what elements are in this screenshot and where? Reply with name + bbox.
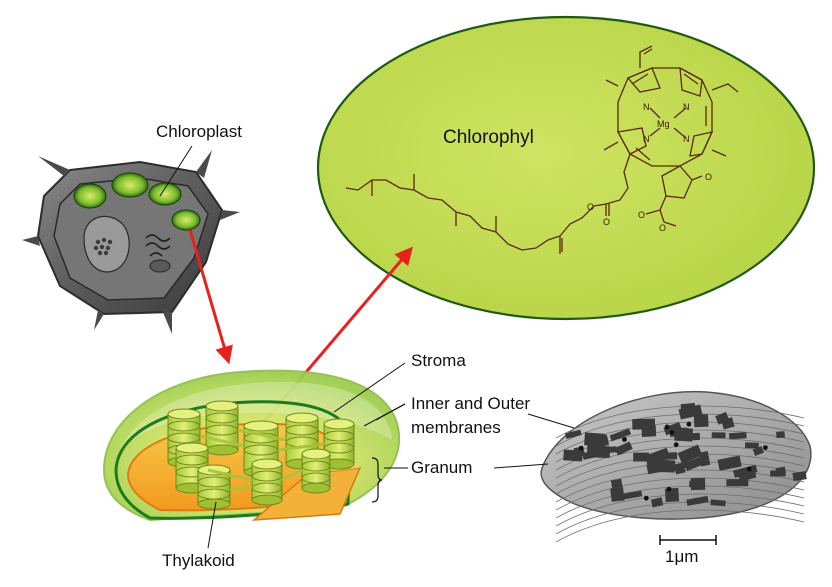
micrograph-granum-block — [752, 446, 764, 456]
chlorophyl-ellipse — [316, 15, 816, 321]
atom-n1: N — [643, 102, 650, 112]
granum-8 — [251, 458, 283, 506]
micrograph-granum-block — [632, 418, 656, 430]
micrograph-dot — [763, 445, 768, 450]
electron-micrograph — [540, 390, 812, 543]
micrograph-dot — [686, 421, 692, 427]
arrow-cell-to-chloroplast — [188, 229, 233, 365]
plant-cell-illustration — [22, 150, 240, 334]
micrograph-granum-block — [677, 444, 703, 464]
cell-chloroplast-1 — [73, 183, 107, 209]
micrograph-granum-block — [721, 417, 735, 430]
micrograph-granum-block — [609, 428, 632, 442]
micrograph-dot — [669, 430, 675, 435]
chlorophyl-title: Chlorophyl — [443, 127, 534, 148]
atom-o4: O — [587, 202, 594, 212]
leader-chloroplast — [159, 145, 193, 197]
micrograph-granum-block — [776, 431, 785, 439]
micrograph-dot — [673, 442, 679, 448]
granum-2 — [205, 400, 239, 456]
micrograph-lamella — [555, 485, 805, 519]
scale-bar: 1μm — [659, 535, 717, 566]
atom-n4: N — [683, 134, 690, 144]
micrograph-granum-block — [623, 490, 643, 500]
leader-membranes-2 — [375, 403, 406, 421]
atom-o2: O — [638, 210, 645, 220]
micrograph-granum-block — [674, 427, 693, 442]
micrograph-lamella — [555, 421, 805, 455]
micrograph-granum-block — [586, 445, 611, 459]
label-membranes-line2: membranes — [411, 418, 501, 437]
label-thylakoid: Thylakoid — [162, 551, 235, 570]
micrograph-granum-block — [680, 402, 696, 411]
micrograph-granum-block — [792, 471, 807, 482]
micrograph-granum-block — [650, 497, 664, 508]
label-chloroplast: Chloroplast — [156, 122, 242, 141]
micrograph-granum-block — [683, 456, 704, 472]
granum-5 — [323, 418, 355, 470]
molecule-atom-labels: N N N N Mg O O O O O — [587, 102, 712, 233]
atom-mg: Mg — [657, 119, 670, 129]
micrograph-grana — [555, 402, 807, 543]
micrograph-granum-block — [610, 487, 625, 502]
chlorophyl-callout: Chlorophyl — [316, 15, 816, 321]
leader-micrograph — [493, 463, 549, 469]
micrograph-granum-block — [565, 429, 582, 439]
cell-chloroplast-4 — [171, 209, 201, 231]
micrograph-dot — [664, 424, 670, 430]
micrograph-dot — [578, 445, 584, 451]
label-granum: Granum — [411, 458, 472, 477]
atom-n3: N — [643, 134, 650, 144]
grana-stacks — [167, 400, 355, 510]
micrograph-granum-block — [666, 461, 690, 473]
micrograph-dot — [622, 437, 627, 442]
micrograph-granum-block — [598, 434, 610, 447]
granum-9 — [301, 448, 331, 494]
atom-n2: N — [683, 102, 690, 112]
micrograph-granum-block — [710, 499, 726, 507]
granum-7 — [197, 464, 231, 510]
micrograph-granum-block — [614, 441, 633, 456]
micrograph-granum-block — [644, 447, 671, 467]
granum-bracket — [371, 457, 383, 503]
chloroplast-cutaway — [102, 369, 401, 522]
micrograph-granum-block — [693, 414, 709, 428]
scale-label: 1μm — [665, 547, 698, 566]
micrograph-dot — [666, 486, 672, 492]
atom-o1: O — [705, 172, 712, 182]
micrograph-lamella — [555, 509, 805, 543]
leader-membranes-micrograph — [527, 413, 575, 429]
micrograph-lamella — [555, 477, 805, 511]
micrograph-granum-block — [726, 479, 749, 487]
leader-thylakoid — [207, 501, 217, 549]
micrograph-lamella — [555, 501, 805, 535]
atom-o5: O — [603, 217, 610, 227]
micrograph-lamella — [555, 405, 805, 439]
cell-chloroplast-3 — [148, 182, 182, 206]
micrograph-granum-block — [711, 432, 726, 439]
micrograph-lamella — [555, 413, 805, 447]
micrograph-granum-block — [775, 466, 786, 475]
micrograph-granum-block — [610, 478, 623, 491]
cell-chloroplast-2 — [111, 172, 149, 198]
micrograph-granum-block — [733, 464, 758, 478]
chlorophyl-molecule — [345, 45, 739, 254]
micrograph-lamella — [555, 445, 805, 479]
micrograph-granum-block — [686, 495, 709, 506]
micrograph-granum-block — [690, 477, 706, 491]
micrograph-granum-block — [717, 455, 742, 471]
micrograph-dot — [643, 495, 649, 501]
micrograph-granum-block — [744, 442, 759, 449]
label-membranes-line1: Inner and Outer — [411, 394, 530, 413]
atom-o3: O — [659, 223, 666, 233]
micrograph-granum-block — [728, 432, 747, 440]
leader-stroma — [333, 362, 406, 413]
micrograph-dot — [746, 466, 752, 472]
micrograph-granum-block — [633, 452, 650, 462]
label-stroma: Stroma — [411, 351, 466, 370]
